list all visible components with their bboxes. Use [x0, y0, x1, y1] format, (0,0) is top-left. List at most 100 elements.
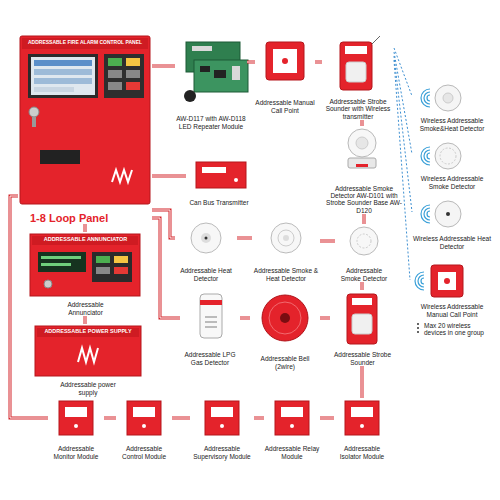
device-node: Addressable Manual Call Point — [255, 38, 315, 114]
gas-detector-band — [200, 300, 222, 305]
sounder-plate — [345, 46, 367, 54]
wire-path — [320, 317, 330, 320]
wire-core — [10, 196, 48, 418]
key-switch — [44, 280, 52, 288]
wire-path — [172, 417, 190, 420]
screen-row — [34, 87, 74, 92]
wire-core — [320, 418, 334, 419]
module-led — [220, 424, 224, 428]
vent-slot — [205, 326, 217, 328]
loop-wire — [172, 418, 190, 419]
device-label: Addressable Bell (2wire) — [250, 355, 320, 370]
keypad-button — [114, 267, 128, 274]
wire-path — [315, 61, 322, 64]
wire-path — [247, 61, 255, 64]
strobe-lens — [352, 314, 372, 334]
keypad-button — [126, 70, 140, 78]
circuit-board — [194, 60, 248, 92]
wire-path — [104, 417, 116, 420]
note-label: Max 20 wireless devices in one group — [424, 322, 494, 337]
device-label: Addressable Strobe Sounder — [330, 351, 395, 366]
detector-core — [356, 137, 368, 149]
loop-wire — [152, 66, 175, 67]
call-point-glass — [438, 272, 456, 290]
wire-core — [237, 238, 252, 239]
wire-core — [152, 218, 180, 318]
detector-core — [201, 233, 211, 243]
wire-path — [10, 196, 48, 418]
detector-body — [348, 129, 376, 157]
keypad-button — [126, 82, 140, 90]
wireless-link — [394, 60, 410, 280]
wire-path — [361, 282, 364, 290]
device-node: Addressable Relay Module — [264, 398, 320, 460]
key — [32, 117, 36, 127]
screen-row — [34, 60, 92, 66]
device-node: Addressable Smoke Detector AW-D101 with … — [325, 126, 403, 214]
keypad-button — [96, 267, 110, 274]
sounder-plate — [352, 298, 372, 305]
antenna — [372, 36, 380, 44]
loop-wire — [247, 62, 255, 63]
sounder-body — [340, 42, 372, 90]
device-label: Wireless Addressable Smoke Detector — [412, 175, 492, 190]
brand-logo — [112, 170, 132, 182]
annunciator-keypad — [92, 252, 132, 282]
detector-body — [191, 223, 221, 253]
detector-vents — [440, 148, 456, 164]
ellipsis-dot — [417, 323, 419, 325]
wireless-icon — [421, 89, 430, 107]
call-point-body — [266, 42, 304, 80]
device-label: Addressable Heat Detector — [175, 267, 237, 282]
keypad-button — [108, 58, 122, 66]
call-point-button — [282, 58, 288, 64]
wire-path — [152, 65, 175, 68]
wire-path — [361, 120, 364, 126]
ellipsis-dot — [417, 327, 419, 329]
vent-slot — [205, 321, 217, 323]
device-node: Addressable Control Module — [116, 398, 172, 460]
call-point-glass — [273, 49, 297, 73]
wire-core — [85, 224, 86, 232]
device-label: Addressable Smoke Detector — [335, 267, 393, 282]
wireless-icon — [421, 147, 430, 165]
wire-core — [362, 120, 363, 126]
wire-core — [152, 176, 186, 177]
wire-core — [254, 418, 264, 419]
wire-core — [320, 318, 330, 319]
wire-path — [361, 366, 364, 398]
display-row — [41, 263, 71, 266]
device-node: Addressable Strobe Sounder — [330, 290, 395, 366]
module-led — [142, 424, 146, 428]
connector-block — [232, 66, 240, 80]
sounder-body — [347, 294, 377, 344]
detector-core — [443, 93, 453, 103]
device-label: Addressable Monitor Module — [48, 445, 104, 460]
wire-core — [315, 62, 322, 63]
brand-logo — [78, 348, 98, 362]
wireless-icon — [415, 272, 424, 290]
wire-path — [254, 417, 264, 420]
annunciator-cabinet — [30, 234, 140, 296]
equipment-panel: ADDRESSABLE ANNUNCIATORAddressable Annun… — [28, 232, 143, 316]
gas-detector-body — [200, 294, 222, 338]
ellipsis-dot — [417, 331, 419, 333]
key-switch — [29, 107, 39, 117]
device-label: Addressable Manual Call Point — [255, 99, 315, 114]
loop-wire — [362, 366, 363, 398]
wire-path — [152, 175, 186, 178]
device-node: Addressable Isolator Module — [334, 398, 390, 460]
device-label: Addressable Control Module — [116, 445, 172, 460]
device-label: Wireless Addressable Heat Detector — [412, 235, 492, 250]
keypad-button — [96, 256, 110, 263]
module-led — [360, 424, 364, 428]
loop-wire — [320, 241, 335, 242]
wire-core — [362, 282, 363, 290]
detector-body — [271, 223, 301, 253]
wireless-path — [394, 52, 412, 154]
buzzer — [184, 90, 196, 102]
equipment-title: ADDRESSABLE ANNUNCIATOR — [44, 236, 128, 242]
keypad-button — [108, 82, 122, 90]
call-point-button — [444, 278, 450, 284]
vent-slot — [205, 316, 217, 318]
